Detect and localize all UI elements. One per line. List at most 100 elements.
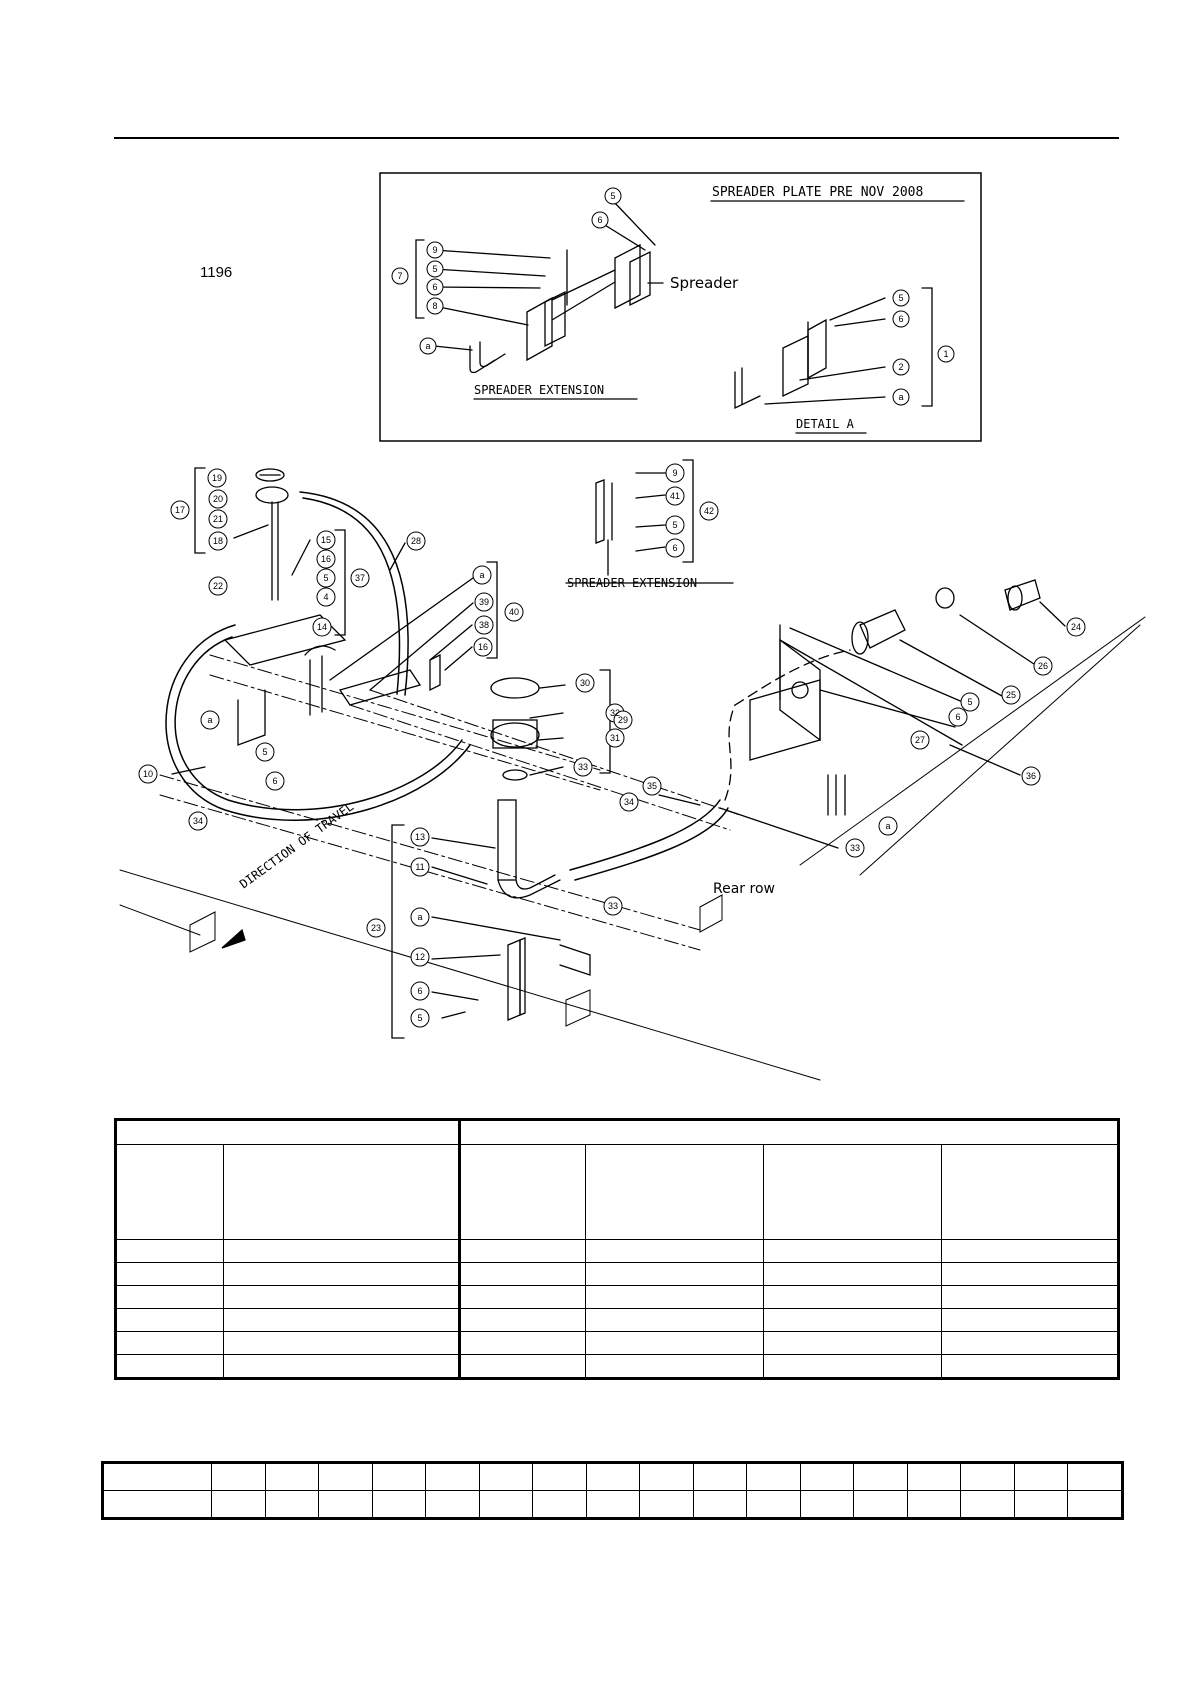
table-cell xyxy=(941,1285,1119,1309)
column-header xyxy=(941,1144,1119,1240)
table-cell xyxy=(639,1490,694,1519)
u-bolt-detail xyxy=(734,371,761,410)
u-bolt-inset xyxy=(469,345,496,374)
table-cell xyxy=(478,1490,534,1519)
parts-diagram xyxy=(119,172,1146,1081)
table-cell xyxy=(799,1462,855,1491)
table-cell xyxy=(960,1462,1015,1491)
table-cell xyxy=(585,1462,641,1491)
table-cell xyxy=(532,1462,587,1491)
nozzle-body-25 xyxy=(859,609,906,649)
table-cell xyxy=(371,1462,427,1491)
drop-tube-13 xyxy=(497,799,517,881)
table-cell xyxy=(1013,1490,1069,1519)
table-cell xyxy=(115,1331,224,1355)
table-cell xyxy=(763,1239,942,1263)
table-cell xyxy=(746,1462,801,1491)
cap-26 xyxy=(935,587,955,609)
parts-table-header-left xyxy=(115,1119,460,1145)
table-cell xyxy=(763,1285,942,1309)
table-row xyxy=(115,1354,1119,1379)
table-cell xyxy=(906,1462,962,1491)
table-cell xyxy=(585,1285,764,1309)
table-cell xyxy=(585,1308,764,1332)
hose-10 xyxy=(165,624,471,822)
table-cell xyxy=(941,1354,1119,1379)
parts-table xyxy=(114,1118,1120,1380)
table-cell xyxy=(371,1490,427,1519)
table-cell xyxy=(458,1331,586,1355)
hose-35 xyxy=(569,799,721,871)
table-cell xyxy=(425,1462,480,1491)
table-cell xyxy=(763,1354,942,1379)
table-cell xyxy=(692,1462,748,1491)
table-cell xyxy=(264,1490,320,1519)
header-rule xyxy=(114,137,1119,139)
table-cell xyxy=(318,1490,373,1519)
table-cell xyxy=(425,1490,480,1519)
table-cell xyxy=(115,1285,224,1309)
table-cell xyxy=(692,1490,748,1519)
bracket-37 xyxy=(334,529,346,636)
inset-spreader-label: Spreader xyxy=(670,274,739,292)
table-cell xyxy=(458,1285,586,1309)
table-row xyxy=(115,1308,1119,1332)
bracket-23 xyxy=(391,824,405,1039)
table-cell xyxy=(941,1308,1119,1332)
spreader-plate xyxy=(614,243,641,310)
callout-circles xyxy=(138,187,1086,1028)
table-cell xyxy=(223,1285,460,1309)
parts-table-header-right xyxy=(458,1119,1119,1145)
table-cell xyxy=(211,1490,266,1519)
table-cell xyxy=(1013,1462,1069,1491)
table-cell xyxy=(458,1308,586,1332)
table-cell xyxy=(458,1262,586,1286)
table-cell xyxy=(763,1331,942,1355)
table-cell xyxy=(585,1262,764,1286)
inset-spreader-extension-label: SPREADER EXTENSION xyxy=(474,383,605,397)
table-row xyxy=(101,1462,1123,1491)
table-cell xyxy=(223,1331,460,1355)
table-cell xyxy=(853,1462,908,1491)
rear-row-label: Rear row xyxy=(713,881,775,897)
table-cell xyxy=(763,1262,942,1286)
table-cell xyxy=(1067,1462,1123,1491)
table-row xyxy=(115,1331,1119,1355)
column-header xyxy=(458,1144,586,1240)
column-header xyxy=(585,1144,764,1240)
bracket-1 xyxy=(921,287,933,407)
table-cell xyxy=(799,1490,855,1519)
bracket-7 xyxy=(415,239,425,319)
table-cell xyxy=(458,1354,586,1379)
table-row xyxy=(115,1285,1119,1309)
inset-frame xyxy=(379,172,982,442)
arm xyxy=(338,669,422,706)
table-cell xyxy=(458,1239,586,1263)
bracket-17 xyxy=(194,467,206,554)
table-cell xyxy=(115,1239,224,1263)
table-cell xyxy=(941,1331,1119,1355)
table-cell xyxy=(1067,1490,1123,1519)
table-cell xyxy=(532,1490,587,1519)
detail-a-plate xyxy=(782,334,809,398)
table-cell xyxy=(941,1239,1119,1263)
table-row xyxy=(101,1490,1123,1519)
table-cell xyxy=(585,1331,764,1355)
bracket-plate-14 xyxy=(223,614,347,666)
table-cell xyxy=(763,1308,942,1332)
drawing-number: 1196 xyxy=(200,264,233,281)
table-cell xyxy=(115,1308,224,1332)
table-cell xyxy=(101,1462,213,1491)
table-cell xyxy=(223,1354,460,1379)
table-cell xyxy=(223,1239,460,1263)
nozzle-cap-30 xyxy=(490,677,540,699)
column-header xyxy=(115,1144,224,1240)
inset-title: SPREADER PLATE PRE NOV 2008 xyxy=(712,185,924,200)
column-header xyxy=(763,1144,942,1240)
bracket-27 xyxy=(749,679,821,761)
bracket-42 xyxy=(682,459,694,563)
table-row xyxy=(115,1262,1119,1286)
extension-plate xyxy=(526,296,553,362)
bracket-29 xyxy=(599,669,611,774)
count-table xyxy=(101,1461,1124,1520)
